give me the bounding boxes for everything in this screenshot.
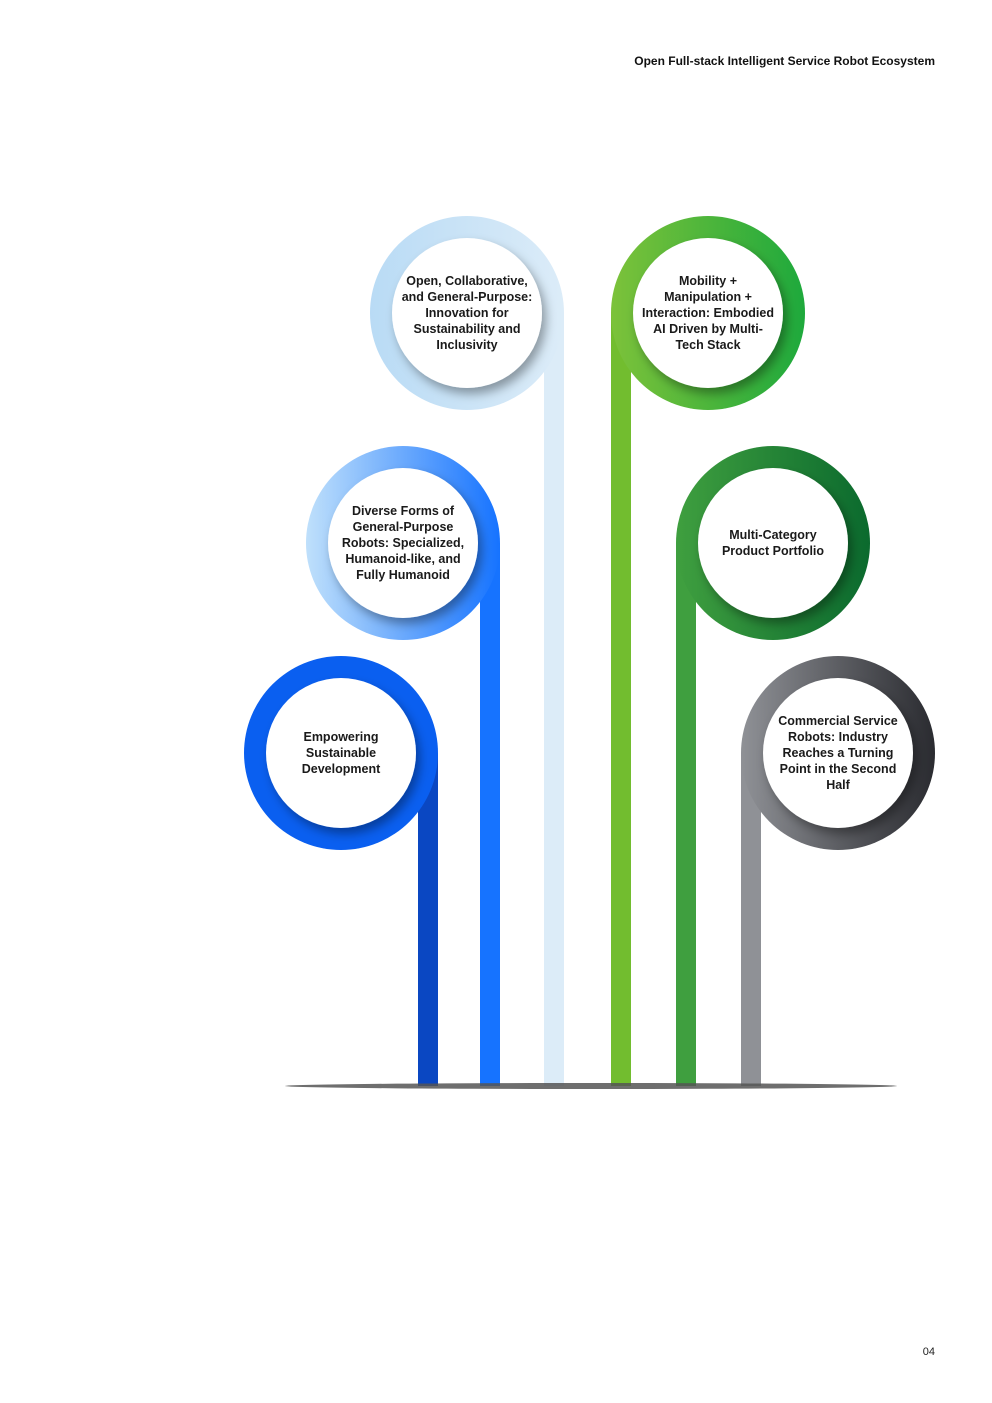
branch-stem-commercial xyxy=(741,753,761,1086)
branch-label-multi-category: Multi-Category Product Portfolio xyxy=(721,528,825,558)
ground-line xyxy=(285,1083,897,1089)
page-header-title: Open Full-stack Intelligent Service Robo… xyxy=(634,54,935,68)
branch-stem-open-collaborative xyxy=(544,313,564,1086)
branch-label-commercial: Commercial Service Robots: Industry Reac… xyxy=(778,714,898,792)
branch-disc-empowering xyxy=(266,678,416,828)
branch-stem-multi-category xyxy=(676,543,696,1086)
page-number: 04 xyxy=(922,1346,935,1358)
branch-disc-mobility xyxy=(633,238,783,388)
branch-label-empowering: Empowering Sustainable Development xyxy=(301,730,381,776)
branch-label-mobility: Mobility + Manipulation + Interaction: E… xyxy=(642,274,774,352)
branch-stem-mobility xyxy=(611,313,631,1086)
branch-label-open-collaborative: Open, Collaborative, and General-Purpose… xyxy=(401,274,533,352)
branch-disc-diverse-forms xyxy=(328,468,478,618)
branch-disc-commercial xyxy=(763,678,913,828)
branch-stem-empowering xyxy=(418,753,438,1086)
branch-label-diverse-forms: Diverse Forms of General-Purpose Robots:… xyxy=(341,504,465,582)
branch-disc-multi-category xyxy=(698,468,848,618)
branch-stem-diverse-forms xyxy=(480,543,500,1086)
branch-disc-open-collaborative xyxy=(392,238,542,388)
